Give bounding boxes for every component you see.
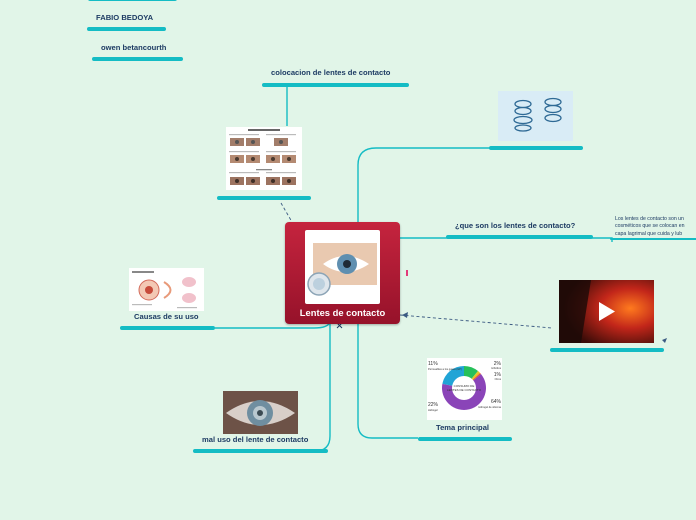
author-bar (87, 27, 166, 31)
link-que-son-desc (592, 237, 613, 242)
play-icon (599, 302, 615, 321)
central-topic-node[interactable]: Lentes de contacto (285, 222, 400, 324)
arrow-head-left (402, 312, 408, 318)
dashed-link-video (399, 314, 553, 329)
topic-bar (193, 449, 328, 453)
video-thumbnail[interactable] (559, 280, 654, 343)
topic-que-son-description[interactable]: Los lentes de contacto son un cosméticos… (615, 216, 685, 238)
image-bar (489, 146, 583, 150)
central-topic-title: Lentes de contacto (299, 307, 386, 318)
image-bar (217, 196, 311, 200)
slice-pct: 64% (491, 399, 502, 405)
slice-label: Permeables a los gases (GP) (428, 367, 462, 371)
topic-causas-label[interactable]: Causas de su uso (134, 312, 199, 321)
topic-tema-principal-label[interactable]: Tema principal (436, 423, 490, 432)
slice-label: Hidrogel (428, 408, 438, 412)
slice-pct: 1% (494, 372, 502, 378)
lens-shapes-image[interactable] (498, 91, 573, 141)
mal-uso-eye-image[interactable] (223, 391, 298, 434)
donut-center-text: CONSUMO DE (454, 384, 475, 388)
topic-que-son-label[interactable]: ¿que son los lentes de contacto? (455, 221, 576, 230)
dashed-link-colocacion (280, 202, 293, 223)
link-top-right (357, 147, 490, 222)
link-tema (357, 324, 418, 439)
author-name[interactable]: FABIO BEDOYA (96, 13, 154, 22)
topic-bar (262, 83, 409, 87)
causas-eye-diagram-image[interactable] (129, 268, 204, 311)
description-line: cosméticos que se colocan en (615, 223, 685, 230)
description-line: capa lagrimal que cuida y lub (615, 230, 683, 237)
slice-label: Hidrogel de silicona (478, 405, 501, 409)
colocacion-instructions-image[interactable] (226, 127, 302, 190)
slice-pct: 22% (428, 402, 439, 408)
link-mal-uso (296, 324, 331, 452)
topic-bar (418, 437, 512, 441)
pink-marker (406, 270, 408, 276)
arrow-head-right (662, 338, 667, 343)
consumption-donut-chart[interactable]: CONSUMO DE LENTES DE CONTACTO 11% Permea… (427, 358, 502, 420)
donut-center-text: LENTES DE CONTACTO (447, 388, 482, 392)
description-line: Los lentes de contacto son un (615, 216, 684, 222)
topic-bar (446, 235, 593, 239)
contact-lens-eye-image (305, 230, 380, 304)
topic-colocacion-label[interactable]: colocacion de lentes de contacto (271, 68, 391, 77)
bar-top-cut (88, 0, 177, 1)
slice-pct: 11% (428, 361, 438, 367)
description-bar (610, 238, 696, 240)
author-name[interactable]: owen betancourth (101, 43, 167, 52)
topic-bar (120, 326, 215, 330)
slice-label: Híbridos (491, 366, 501, 370)
slice-label: Otros (495, 377, 502, 381)
slice-pct: 2% (494, 361, 502, 367)
topic-mal-uso-label[interactable]: mal uso del lente de contacto (202, 435, 309, 444)
author-bar (92, 57, 183, 61)
image-bar (550, 348, 664, 352)
